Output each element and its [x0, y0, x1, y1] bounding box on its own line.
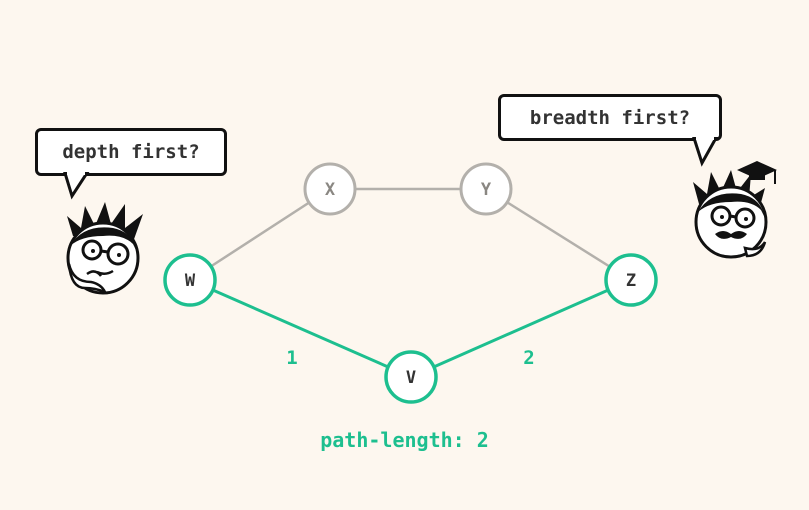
- node-circle-v: [384, 350, 438, 404]
- node-label-x: X: [325, 180, 336, 200]
- node-circle-z: [604, 253, 658, 307]
- speech-bubble-left: depth first?: [35, 128, 227, 176]
- node-label-y: Y: [481, 180, 492, 200]
- node-circle-w: [163, 253, 217, 307]
- node-label-v: V: [406, 368, 416, 388]
- edge-label-v-z: 2: [523, 347, 534, 369]
- edge-y-z: [485, 187, 632, 282]
- edge-w-v: [189, 278, 412, 379]
- node-y: Y: [459, 162, 513, 216]
- node-circle-y: [459, 162, 513, 216]
- node-z: Z: [604, 253, 658, 307]
- speech-bubble-right-tail: [692, 137, 719, 167]
- node-label-w: W: [185, 271, 196, 291]
- path-length-label: path-length: 2: [320, 428, 489, 452]
- speech-bubble-right-text: breadth first?: [529, 106, 691, 129]
- node-label-z: Z: [626, 271, 636, 291]
- edge-label-w-v: 1: [286, 347, 297, 369]
- thinking-face-icon: [66, 202, 143, 295]
- speech-bubble-left-text: depth first?: [62, 141, 200, 163]
- speech-bubble-right: breadth first?: [498, 94, 722, 141]
- node-v: V: [384, 350, 438, 404]
- node-w: W: [163, 253, 217, 307]
- speech-bubble-left-tail: [63, 172, 90, 200]
- professor-face-icon: [693, 161, 777, 259]
- edge-w-x: [189, 187, 331, 282]
- node-x: X: [303, 162, 357, 216]
- edge-v-z: [410, 278, 632, 379]
- node-circle-x: [303, 162, 357, 216]
